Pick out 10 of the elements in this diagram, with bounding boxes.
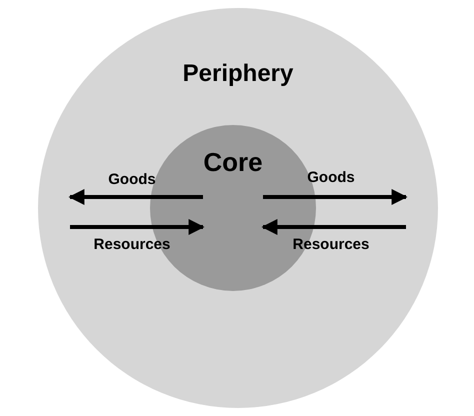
arrow: [68, 189, 203, 205]
arrow: [263, 189, 408, 205]
edge-label: Resources: [292, 236, 370, 253]
edge-label: Resources: [94, 236, 170, 253]
edge-label: Goods: [307, 169, 355, 186]
circle-title: Periphery: [182, 60, 294, 87]
edge-label: Goods: [108, 171, 156, 188]
arrow: [70, 219, 205, 235]
circle-title: Core: [203, 147, 263, 177]
arrow: [261, 219, 406, 235]
